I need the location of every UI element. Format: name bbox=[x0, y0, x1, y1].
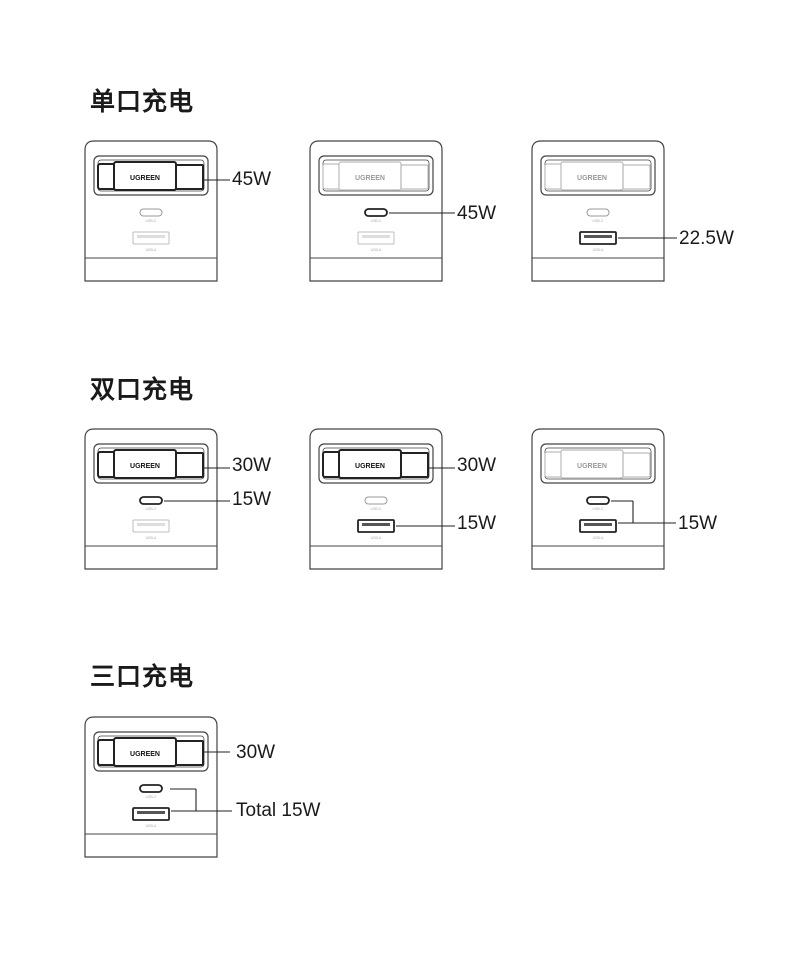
plug-right bbox=[175, 452, 204, 478]
usb-c-port bbox=[139, 208, 163, 217]
brand-label: UGREEN bbox=[130, 751, 160, 758]
usb-a-tongue bbox=[584, 235, 612, 238]
usb-a-tongue bbox=[584, 523, 612, 526]
power-label: 45W bbox=[457, 203, 497, 224]
usb-c-label: USB-C bbox=[146, 219, 157, 223]
charger-illustration: UGREEN USB-C USB-A bbox=[84, 428, 230, 570]
charger-single-usbc: UGREEN USB-C USB-A bbox=[309, 140, 455, 282]
charger-illustration: UGREEN USB-C USB-A bbox=[309, 428, 455, 570]
socket-frame bbox=[318, 443, 434, 484]
brand-label: UGREEN bbox=[130, 463, 160, 470]
charger-illustration: UGREEN USB-C USB-A bbox=[531, 428, 676, 570]
section-title-dual-port: 双口充电 bbox=[90, 375, 195, 404]
socket-frame bbox=[540, 155, 656, 196]
usb-c-label: USB-C bbox=[371, 219, 382, 223]
brand-label: UGREEN bbox=[355, 175, 385, 182]
usb-c-port bbox=[364, 208, 388, 217]
usb-c-port bbox=[586, 496, 610, 505]
charger-illustration: UGREEN USB-C USB-A bbox=[309, 140, 455, 282]
usb-a-tongue bbox=[362, 523, 390, 526]
usb-c-label: USB-C bbox=[371, 507, 382, 511]
usb-c-label: USB-C bbox=[146, 795, 157, 799]
power-label: Total 15W bbox=[236, 800, 321, 821]
power-label: 15W bbox=[232, 489, 272, 510]
charger-illustration: UGREEN USB-C USB-A bbox=[531, 140, 677, 282]
usb-a-label: USB-A bbox=[371, 536, 382, 540]
charger-illustration: UGREEN USB-C USB-A bbox=[84, 716, 232, 858]
plug-right bbox=[175, 740, 204, 766]
charger-triple-all: UGREEN USB-C USB-A bbox=[84, 716, 232, 858]
usb-a-label: USB-A bbox=[593, 248, 604, 252]
socket-frame bbox=[318, 155, 434, 196]
usb-a-label: USB-A bbox=[146, 536, 157, 540]
usb-a-label: USB-A bbox=[146, 248, 157, 252]
usb-c-label: USB-C bbox=[593, 507, 604, 511]
power-label: 15W bbox=[457, 513, 497, 534]
brand-label: UGREEN bbox=[577, 463, 607, 470]
section-title-triple-port: 三口充电 bbox=[90, 662, 195, 691]
charger-single-usba: UGREEN USB-C USB-A bbox=[531, 140, 677, 282]
power-label: 22.5W bbox=[679, 228, 734, 249]
usb-c-label: USB-C bbox=[593, 219, 604, 223]
usb-a-tongue bbox=[137, 811, 165, 814]
charger-single-brick: UGREEN USB-C USB-A bbox=[84, 140, 230, 282]
power-label: 15W bbox=[678, 513, 718, 534]
charger-illustration: UGREEN USB-C USB-A bbox=[84, 140, 230, 282]
usb-a-label: USB-A bbox=[593, 536, 604, 540]
plug-right bbox=[400, 164, 429, 190]
power-label: 45W bbox=[232, 169, 272, 190]
socket-frame bbox=[93, 443, 209, 484]
brand-label: UGREEN bbox=[355, 463, 385, 470]
usb-c-port bbox=[139, 496, 163, 505]
power-label: 30W bbox=[457, 455, 497, 476]
charger-dual-brick-usba: UGREEN USB-C USB-A bbox=[309, 428, 455, 570]
usb-a-tongue bbox=[137, 523, 165, 526]
socket-frame bbox=[540, 443, 656, 484]
plug-right bbox=[622, 164, 651, 190]
usb-a-label: USB-A bbox=[146, 824, 157, 828]
usb-a-tongue bbox=[362, 235, 390, 238]
usb-a-tongue bbox=[137, 235, 165, 238]
usb-a-label: USB-A bbox=[371, 248, 382, 252]
section-title-single-port: 单口充电 bbox=[90, 87, 195, 116]
brand-label: UGREEN bbox=[130, 175, 160, 182]
usb-c-port bbox=[364, 496, 388, 505]
usb-c-port bbox=[139, 784, 163, 793]
plug-right bbox=[622, 452, 651, 478]
charger-dual-brick-usbc: UGREEN USB-C USB-A bbox=[84, 428, 230, 570]
usb-c-label: USB-C bbox=[146, 507, 157, 511]
power-label: 30W bbox=[232, 455, 272, 476]
usb-c-port bbox=[586, 208, 610, 217]
plug-right bbox=[175, 164, 204, 190]
socket-frame bbox=[93, 155, 209, 196]
plug-right bbox=[400, 452, 429, 478]
power-label: 30W bbox=[236, 742, 276, 763]
charger-dual-usbc-usba: UGREEN USB-C USB-A bbox=[531, 428, 676, 570]
brand-label: UGREEN bbox=[577, 175, 607, 182]
